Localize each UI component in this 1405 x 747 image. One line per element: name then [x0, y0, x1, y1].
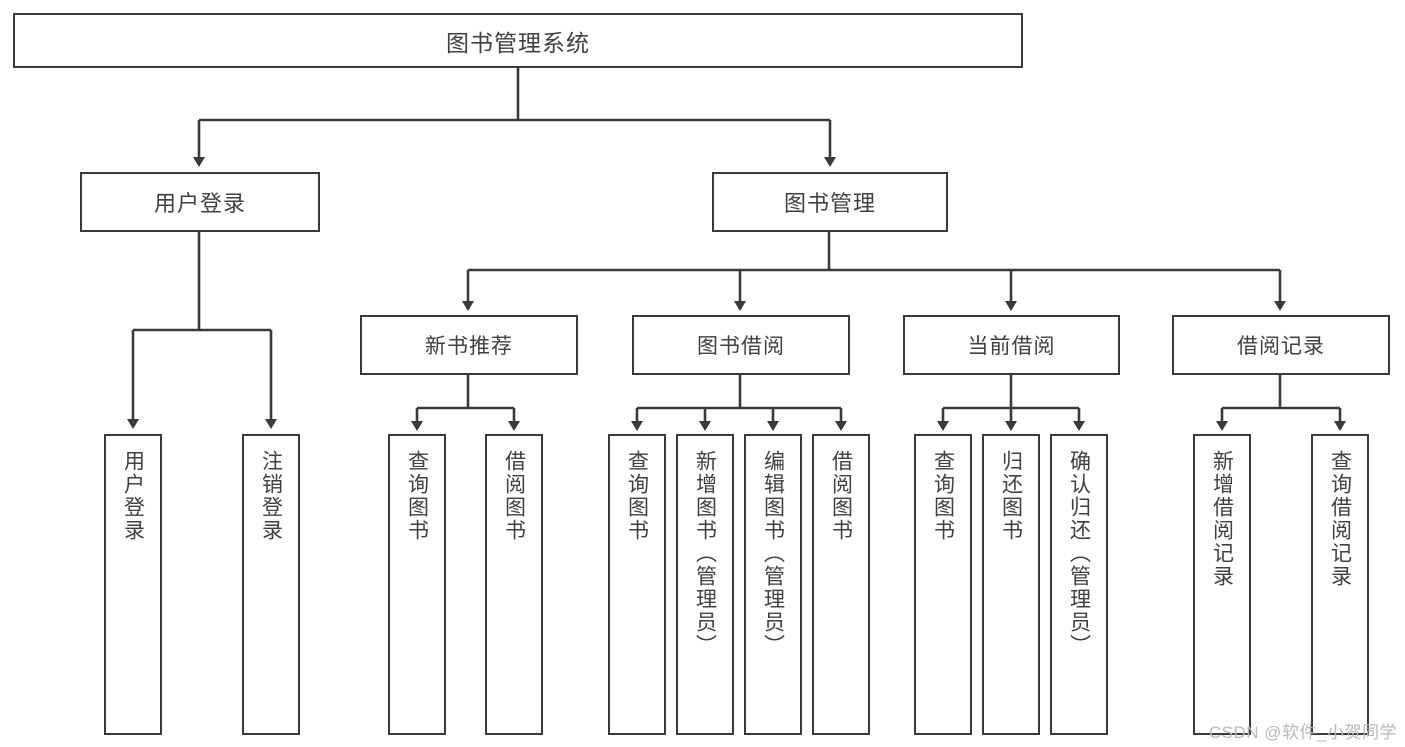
leaf-return-book-label: 归还图书	[999, 450, 1023, 542]
node-user-login-label: 用户登录	[153, 191, 246, 216]
node-borrow-record-label: 借阅记录	[1237, 335, 1325, 358]
leaf-query-book-borrow-label: 查询图书	[625, 450, 649, 542]
watermark-text: CSDN @软件_小贺同学	[1208, 723, 1397, 742]
leaf-add-borrow-record-label: 新增借阅记录	[1210, 450, 1234, 588]
leaf-add-book-admin-label: 新增图书（管理员）	[693, 450, 717, 657]
node-borrow-record[interactable]: 借阅记录	[1172, 315, 1390, 375]
leaf-query-borrow-record[interactable]: 查询借阅记录	[1311, 434, 1369, 735]
node-current-borrow-label: 当前借阅	[967, 335, 1056, 358]
node-new-book-recommend-label: 新书推荐	[425, 335, 513, 358]
leaf-user-login[interactable]: 用户登录	[104, 434, 162, 735]
leaf-logout-label: 注销登录	[259, 450, 283, 542]
leaf-borrow-book-recommend[interactable]: 借阅图书	[485, 434, 543, 735]
leaf-borrow-book-recommend-label: 借阅图书	[502, 450, 526, 542]
leaf-user-login-label: 用户登录	[121, 450, 145, 542]
node-current-borrow[interactable]: 当前借阅	[903, 315, 1120, 375]
leaf-query-book-recommend-label: 查询图书	[405, 450, 429, 542]
leaf-confirm-return-admin[interactable]: 确认归还（管理员）	[1050, 434, 1108, 735]
node-new-book-recommend[interactable]: 新书推荐	[360, 315, 578, 375]
leaf-borrow-book[interactable]: 借阅图书	[812, 434, 870, 735]
leaf-query-borrow-record-label: 查询借阅记录	[1328, 450, 1352, 588]
leaf-logout[interactable]: 注销登录	[242, 434, 300, 735]
leaf-confirm-return-admin-label: 确认归还（管理员）	[1067, 450, 1091, 657]
leaf-query-book-borrow[interactable]: 查询图书	[608, 434, 666, 735]
leaf-add-borrow-record[interactable]: 新增借阅记录	[1193, 434, 1251, 735]
leaf-edit-book-admin-label: 编辑图书（管理员）	[761, 450, 785, 657]
leaf-query-book-current[interactable]: 查询图书	[914, 434, 972, 735]
leaf-borrow-book-label: 借阅图书	[829, 450, 853, 542]
node-root-label: 图书管理系统	[446, 29, 590, 56]
node-user-login[interactable]: 用户登录	[80, 172, 320, 232]
leaf-add-book-admin[interactable]: 新增图书（管理员）	[676, 434, 734, 735]
leaf-query-book-current-label: 查询图书	[931, 450, 955, 542]
leaf-edit-book-admin[interactable]: 编辑图书（管理员）	[744, 434, 802, 735]
node-book-management[interactable]: 图书管理	[712, 172, 948, 232]
node-book-borrow-label: 图书借阅	[697, 335, 785, 358]
node-book-management-label: 图书管理	[783, 191, 876, 216]
node-root[interactable]: 图书管理系统	[13, 13, 1023, 68]
leaf-query-book-recommend[interactable]: 查询图书	[388, 434, 446, 735]
leaf-return-book[interactable]: 归还图书	[982, 434, 1040, 735]
node-book-borrow[interactable]: 图书借阅	[632, 315, 850, 375]
